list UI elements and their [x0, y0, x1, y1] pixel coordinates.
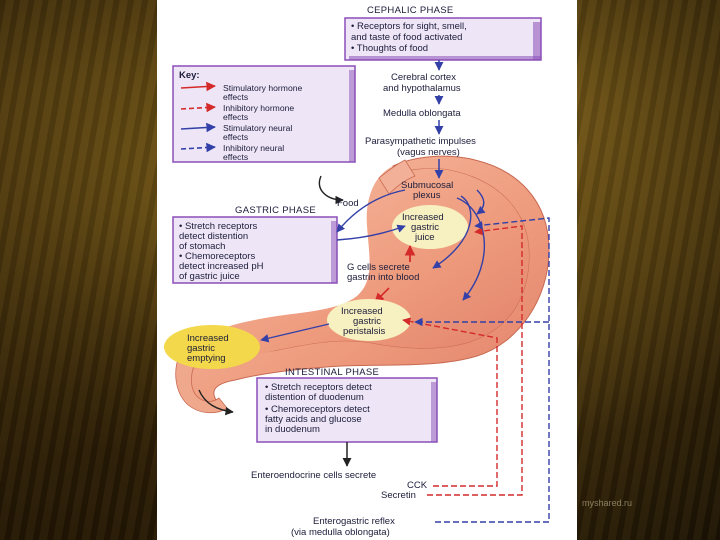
gastric-receptor-to-plexus-arrow [336, 189, 406, 233]
key-item-3-line-2: effects [223, 132, 248, 142]
diagram-panel: CEPHALIC PHASE • Receptors for sight, sm… [157, 0, 577, 540]
reflex-inhibit-juice [435, 217, 550, 523]
gastric-box [172, 216, 338, 284]
intestinal-bullet-1: • Stretch receptors detect [265, 382, 372, 393]
gcells-line-2: gastrin into blood [347, 272, 419, 283]
cortex-line-1: Cerebral cortex [391, 72, 456, 83]
peristalsis-line-3: peristalsis [343, 326, 385, 337]
key-item-4-line-2: effects [223, 152, 248, 162]
digestion-phases-diagram: CEPHALIC PHASE • Receptors for sight, sm… [164, 5, 550, 538]
intestinal-bullet-2: distention of duodenum [265, 392, 364, 403]
intestinal-bullet-5: in duodenum [265, 424, 320, 435]
cephalic-box-shadow-bottom [349, 56, 541, 60]
cephalic-title: CEPHALIC PHASE [367, 5, 454, 16]
key-box [172, 65, 356, 163]
plexus-to-peristalsis-arrow [456, 197, 486, 301]
key-inhib-neural-arrow [180, 142, 216, 153]
plexus-to-gcells-arrow [432, 195, 472, 269]
entero-secretin: Secretin [381, 490, 416, 501]
intestinal-title: INTESTINAL PHASE [285, 367, 379, 378]
intestinal-bullet-3: • Chemoreceptors detect [265, 404, 370, 415]
gastric-bullet-2: detect distention [179, 231, 248, 242]
food-label: Food [337, 198, 359, 209]
cortex-line-2: and hypothalamus [383, 83, 461, 94]
key-stim-neural-arrow [180, 122, 216, 133]
key-box-shadow [349, 70, 355, 162]
intestinal-box [256, 377, 438, 443]
box-to-juice-arrow [336, 224, 406, 241]
emptying-line-1: Increased [187, 333, 229, 344]
peristalsis-to-emptying-arrow [260, 323, 330, 343]
cck-inhibit-peristalsis [402, 317, 498, 487]
gastric-bullet-3: of stomach [179, 241, 225, 252]
juice-line-2: gastric [411, 222, 439, 233]
juice-line-3: juice [414, 232, 435, 243]
gastric-box-shadow [331, 221, 337, 283]
key-item-2-line-2: effects [223, 112, 248, 122]
reflex-line-2: (via medulla oblongata) [291, 527, 390, 538]
gastric-juice-highlight [392, 205, 468, 249]
key-stim-hormone-arrow [180, 81, 216, 92]
peristalsis-highlight [327, 299, 411, 341]
gcells-line-1: G cells secrete [347, 262, 410, 273]
key-title: Key: [179, 70, 200, 81]
gastric-bullet-1: • Stretch receptors [179, 221, 258, 232]
key-item-1-line-2: effects [223, 92, 248, 102]
key-item-3-line-1: Stimulatory neural [223, 123, 292, 133]
key-item-4-line-1: Inhibitory neural [223, 143, 284, 153]
emptying-line-2: gastric [187, 343, 215, 354]
key-inhib-hormone-arrow [180, 102, 216, 113]
peristalsis-line-2: gastric [353, 316, 381, 327]
esophagus [378, 159, 416, 195]
food-arrow [318, 175, 344, 205]
duodenum-arrow [198, 389, 234, 416]
key-item-1-line-1: Stimulatory hormone [223, 83, 303, 93]
cephalic-bullet-1: • Receptors for sight, smell, [351, 21, 467, 32]
key-item-2-line-1: Inhibitory hormone [223, 103, 294, 113]
cephalic-box-shadow [533, 22, 541, 60]
juice-line-1: Increased [402, 212, 444, 223]
gastric-title: GASTRIC PHASE [235, 205, 316, 216]
secretin-inhibit-juice [427, 225, 523, 496]
medulla-label: Medulla oblongata [383, 108, 461, 119]
parasympathetic-line-2: (vagus nerves) [397, 147, 460, 158]
emptying-line-3: emptying [187, 353, 226, 364]
submucosal-line-2: plexus [413, 190, 441, 201]
entero-line-1: Enteroendocrine cells secrete [251, 470, 376, 481]
peristalsis-line-1: Increased [341, 306, 383, 317]
intestinal-bullet-4: fatty acids and glucose [265, 414, 362, 425]
gastric-bullet-5: detect increased pH [179, 261, 264, 272]
plexus-to-juice-arrow [476, 189, 486, 215]
cephalic-bullet-3: • Thoughts of food [351, 43, 428, 54]
submucosal-line-1: Submucosal [401, 180, 453, 191]
entero-cck: CCK [407, 480, 428, 491]
gastric-bullet-4: • Chemoreceptors [179, 251, 255, 262]
reflex-line-1: Enterogastric reflex [313, 516, 395, 527]
duodenum [175, 355, 228, 414]
gastric-bullet-6: of gastric juice [179, 271, 240, 282]
emptying-highlight [164, 325, 260, 369]
intestinal-box-shadow [431, 382, 437, 442]
cephalic-bullet-2: and taste of food activated [351, 32, 462, 43]
parasympathetic-line-1: Parasympathetic impulses [365, 136, 476, 147]
